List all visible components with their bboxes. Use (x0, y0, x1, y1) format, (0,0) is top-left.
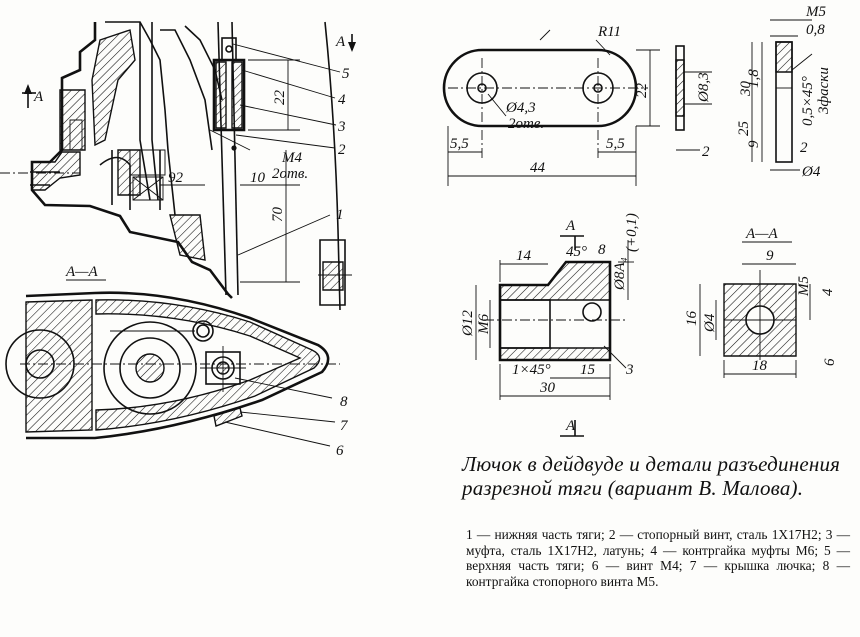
dim-assembly-22: 22 (272, 90, 288, 106)
locking-screw-view: М5 0,8 1,8 0,5×45° 3фаски 30 25 9 2 Ø4 (736, 4, 832, 180)
dim-plate-5-5-left: 5,5 (450, 136, 469, 152)
dim-plate-holes-count: 2отв. (508, 116, 544, 132)
callout-7: 7 (340, 418, 349, 434)
dim-coupling-d12: Ø12 (460, 310, 476, 337)
callout-2: 2 (338, 142, 346, 158)
dim-coupling-tolerance: (+0,1) (624, 213, 640, 252)
dim-assembly-92: 92 (168, 170, 184, 186)
dim-coupling-8: 8 (598, 242, 606, 258)
dim-coupling-chamfer: 1×45° (512, 362, 551, 378)
dim-screw-1-8: 1,8 (746, 69, 762, 88)
dim-coupling-15: 15 (580, 362, 596, 378)
section-mark-a-top: А (565, 218, 576, 234)
dim-plate-r11: R11 (597, 24, 621, 40)
section-arrow-top: A (335, 34, 346, 50)
dim-section-18: 18 (752, 358, 768, 374)
dim-section-6: 6 (822, 358, 838, 366)
dim-plate-5-5-right: 5,5 (606, 136, 625, 152)
callout-6: 6 (336, 443, 344, 459)
dim-screw-30: 30 (738, 81, 754, 98)
section-aa-view: А—А 8 7 6 (5, 264, 349, 459)
dim-plate-44: 44 (530, 160, 546, 176)
dim-screw-chamfer: 0,5×45° (800, 76, 816, 126)
dim-coupling-30: 30 (539, 380, 556, 396)
figure-caption: Лючок в дейдвуде и детали разъединения р… (462, 452, 841, 500)
section-arrow-left: A (33, 89, 44, 105)
dim-screw-m5: М5 (805, 4, 826, 20)
dim-screw-d4: Ø4 (801, 164, 821, 180)
callout-8: 8 (340, 394, 348, 410)
dim-assembly-m4: М4 (281, 150, 302, 166)
dim-section-d4: Ø4 (702, 313, 718, 333)
coupling-section-title: А—А (745, 226, 779, 242)
dim-assembly-holes: 2отв. (272, 166, 308, 182)
dim-section-9: 9 (766, 248, 774, 264)
assembly-side-view: A A 22 10 70 92 М4 2отв. 5 4 3 2 1 (0, 21, 356, 311)
cover-plate-view: R11 22 Ø4,3 2отв. 5,5 5,5 44 Ø8,3 2 (442, 24, 712, 186)
dim-section-16: 16 (684, 311, 700, 327)
dim-plate-d8-3: Ø8,3 (696, 72, 712, 103)
dim-plate-hole: Ø4,3 (505, 100, 536, 116)
section-mark-a-bottom: А (565, 418, 576, 434)
callout-5: 5 (342, 66, 350, 82)
dim-assembly-10: 10 (250, 170, 266, 186)
dim-assembly-70: 70 (270, 207, 286, 223)
dim-coupling-bore: Ø8A₄ (612, 257, 628, 291)
callout-3: 3 (337, 119, 346, 135)
dim-coupling-14: 14 (516, 248, 532, 264)
callout-1: 1 (336, 207, 344, 223)
dim-plate-thickness: 2 (702, 144, 710, 160)
callout-coupling-3: 3 (625, 362, 634, 378)
dim-coupling-m6: М6 (476, 314, 492, 335)
dim-screw-0-8: 0,8 (806, 22, 825, 38)
dim-screw-25: 25 (736, 121, 752, 137)
callout-4: 4 (338, 92, 346, 108)
dim-coupling-45: 45° (566, 244, 587, 260)
figure-legend: 1 — нижняя часть тяги; 2 — стопорный вин… (466, 527, 850, 589)
coupling-section-view: А—А 9 М5 4 16 Ø4 18 6 (684, 226, 838, 378)
dim-section-m5: М5 (796, 276, 812, 297)
dim-screw-9: 9 (746, 140, 762, 148)
callout-screw-2: 2 (800, 140, 808, 156)
dim-section-4: 4 (820, 288, 836, 296)
section-aa-title: А—А (65, 264, 99, 280)
coupling-view: А 14 45° 8 Ø8A₄ (+0,1) Ø12 М6 1×45° 15 3… (460, 213, 640, 437)
dim-plate-22: 22 (634, 83, 650, 99)
dim-screw-chamfers: 3фаски (816, 67, 832, 115)
